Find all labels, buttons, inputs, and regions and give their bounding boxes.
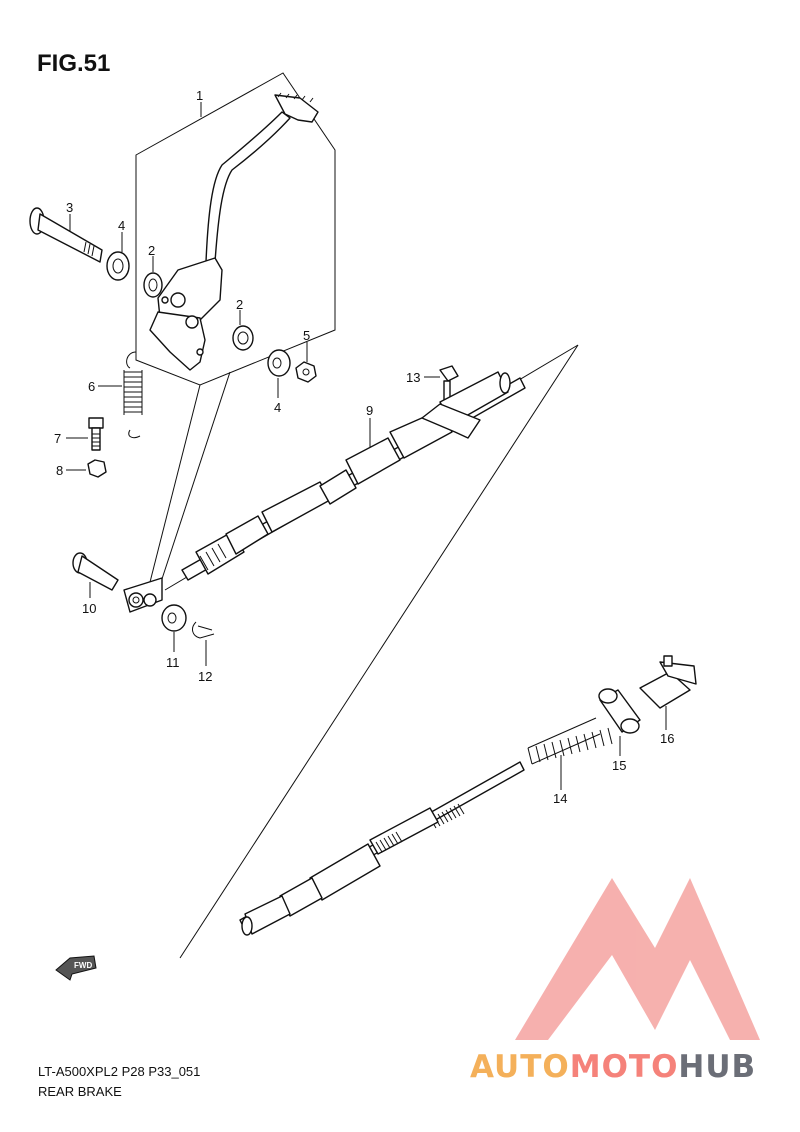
- callout-16: 16: [660, 731, 674, 746]
- watermark-brand: AUTOMOTOHUB: [470, 1049, 756, 1085]
- model-code: LT-A500XPL2 P28 P33_051: [38, 1064, 201, 1079]
- fwd-label: FWD: [74, 961, 92, 970]
- callout-labels: 1 2 2 3 4 4 5 6 7 8 9 10 11 12 13 14 15 …: [54, 88, 674, 806]
- callout-5: 5: [303, 328, 310, 343]
- callout-12: 12: [198, 669, 212, 684]
- callout-1: 1: [196, 88, 203, 103]
- washer-11: [161, 604, 187, 632]
- bolt-7: [88, 417, 104, 451]
- callout-4-upper: 4: [118, 218, 125, 233]
- watermark-logo-graphic: [515, 878, 760, 1040]
- callout-8: 8: [56, 463, 63, 478]
- callout-13: 13: [406, 370, 420, 385]
- callout-2-left: 2: [148, 243, 155, 258]
- oil-seal-left: [143, 272, 163, 298]
- section-name: REAR BRAKE: [38, 1084, 122, 1099]
- cotter-pin: [192, 621, 215, 639]
- brand-part-hub: HUB: [678, 1049, 757, 1085]
- bolt-13: [439, 365, 459, 402]
- callout-11: 11: [166, 655, 180, 670]
- callout-9: 9: [366, 403, 373, 418]
- callout-14: 14: [553, 791, 567, 806]
- oil-seal-right: [232, 325, 254, 351]
- callout-4-lower: 4: [274, 400, 281, 415]
- brake-pedal: [149, 92, 319, 371]
- bushing-lower: [267, 349, 291, 377]
- forward-direction-marker: FWD: [55, 955, 97, 981]
- bushing-upper: [106, 251, 130, 281]
- brake-cable-rear: [239, 761, 525, 936]
- callout-3: 3: [66, 200, 73, 215]
- callout-10: 10: [82, 601, 96, 616]
- return-spring: [123, 351, 143, 439]
- pedal-group-frame: [135, 72, 336, 591]
- nut-8: [87, 459, 107, 478]
- brake-cable-front: [181, 371, 526, 581]
- brand-part-moto: MOTO: [569, 1049, 679, 1085]
- callout-7: 7: [54, 431, 61, 446]
- figure-title: FIG.51: [37, 50, 111, 77]
- cam-lever-16: [639, 655, 697, 709]
- pivot-bolt: [29, 207, 103, 263]
- callout-2-right: 2: [236, 297, 243, 312]
- leader-lines: [66, 102, 667, 790]
- nut-5: [295, 361, 317, 383]
- callout-6: 6: [88, 379, 95, 394]
- cable-joint-15: [598, 688, 641, 734]
- brand-part-auto: AUTO: [470, 1049, 570, 1085]
- cable-spring-14: [527, 717, 613, 765]
- clevis-pin: [72, 552, 163, 613]
- callout-15: 15: [612, 758, 626, 773]
